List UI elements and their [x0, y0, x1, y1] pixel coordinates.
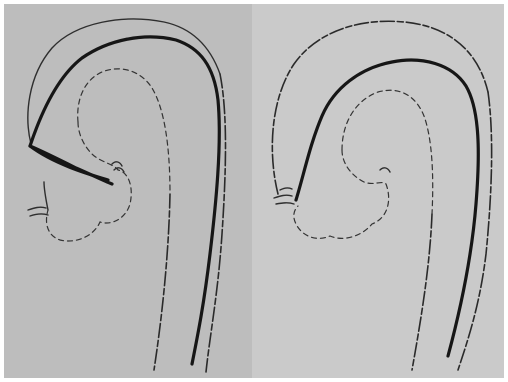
right-valve-leaflet-right [380, 168, 390, 172]
left-device-line [30, 37, 219, 364]
left-panel [4, 4, 252, 378]
left-outer-arch-contour [28, 19, 220, 144]
left-root-wall [44, 182, 48, 210]
left-aortic-arch-drawing [4, 4, 252, 378]
left-inner-descending-wall [154, 194, 170, 370]
right-inner-descending-wall [412, 214, 432, 370]
right-panel [252, 4, 504, 378]
right-device-line [296, 60, 478, 356]
right-inner-arch-contour [342, 90, 433, 214]
right-aortic-root [294, 150, 389, 238]
left-device-tip [30, 146, 112, 184]
left-valve-leaflet-marks [28, 207, 48, 216]
right-aortic-arch-drawing [252, 4, 504, 378]
left-outer-descending-wall [206, 74, 226, 372]
left-aortic-root [47, 122, 132, 241]
